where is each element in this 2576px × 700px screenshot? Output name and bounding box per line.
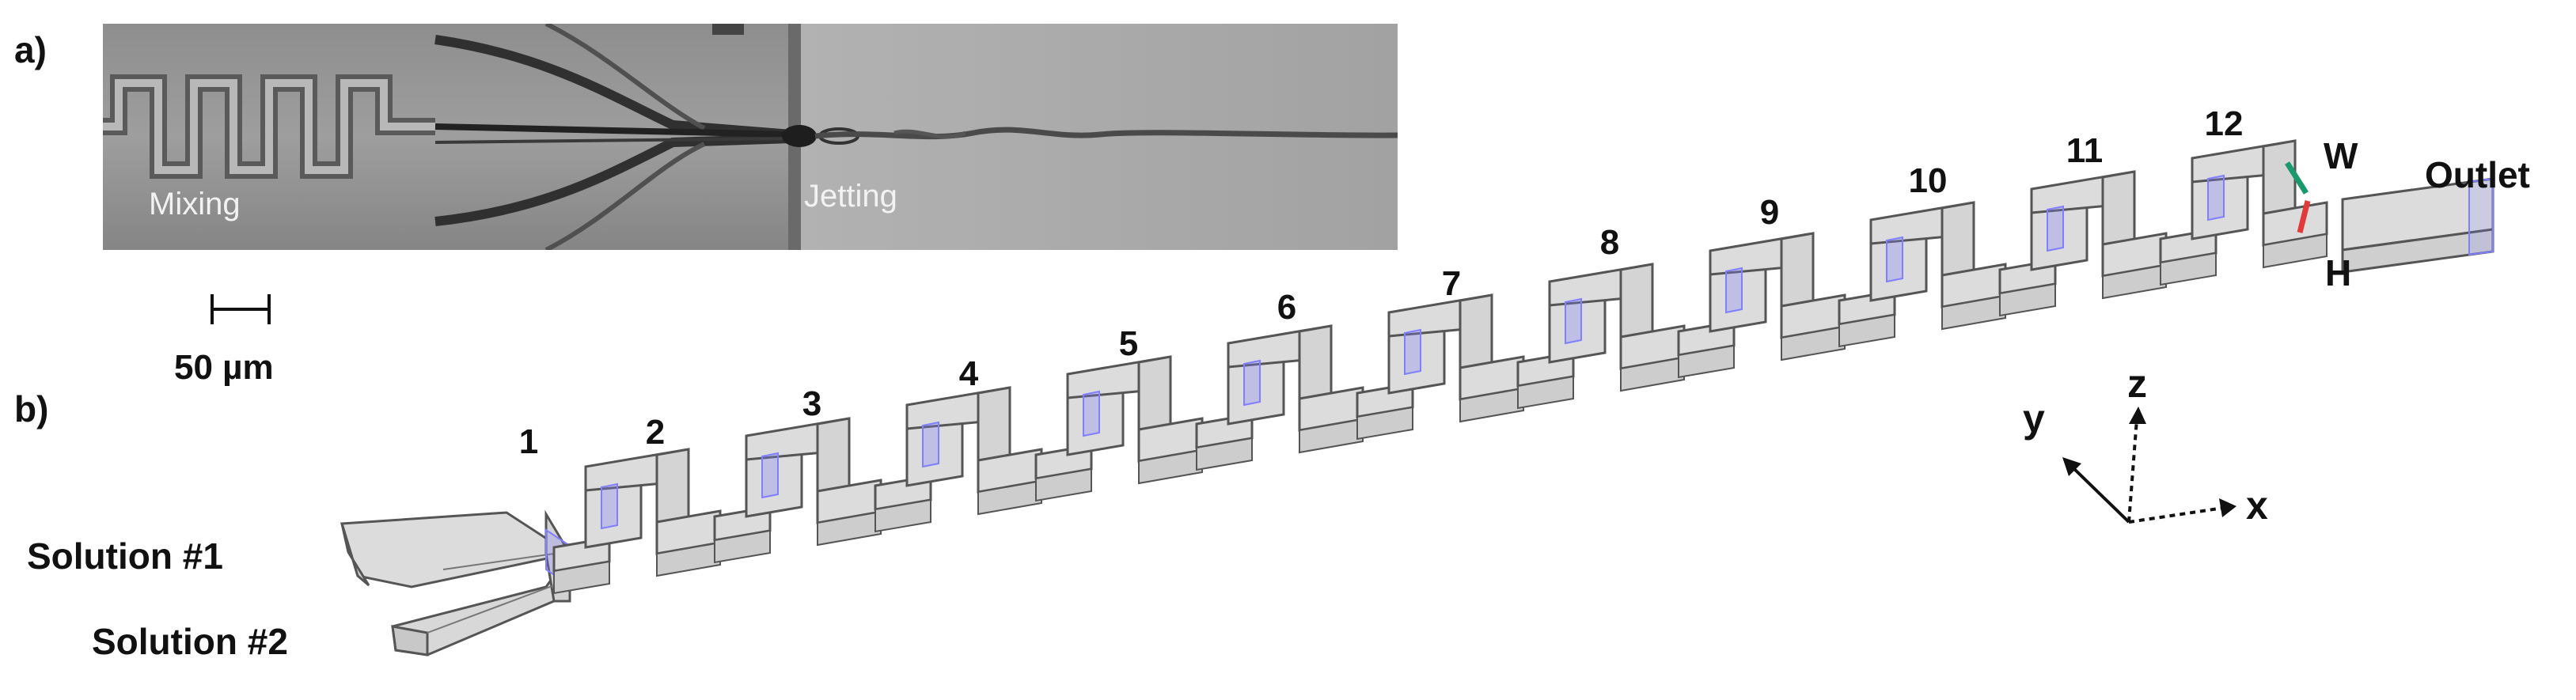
channel-face xyxy=(714,529,771,564)
axis-z-label: z xyxy=(2127,361,2147,406)
channel-face xyxy=(1886,236,1903,283)
channel-face xyxy=(817,510,882,547)
channel-face xyxy=(874,498,931,533)
channel-face xyxy=(1620,356,1685,392)
micrograph-image xyxy=(103,24,1398,250)
channel-face xyxy=(553,560,610,595)
channel-face xyxy=(2160,252,2217,286)
segment-number-2: 2 xyxy=(645,413,666,452)
axis-x-label: x xyxy=(2246,483,2268,528)
jetting-label: Jetting xyxy=(804,179,897,214)
channel-face xyxy=(1781,325,1846,361)
channel-face xyxy=(1459,387,1524,423)
segment-number-3: 3 xyxy=(802,384,822,423)
channel-face xyxy=(761,452,779,499)
scale-bar-label: 50 µm xyxy=(174,348,274,387)
channel-face xyxy=(1404,328,1421,376)
channel-face xyxy=(1356,406,1413,441)
panel-b-label: b) xyxy=(14,388,49,429)
channel-face xyxy=(2047,205,2064,252)
segment-number-1: 1 xyxy=(518,422,539,461)
channel-face xyxy=(1565,297,1582,345)
channel-face xyxy=(1196,437,1253,471)
axis-y-label: y xyxy=(2023,396,2045,441)
channel-face xyxy=(2207,174,2225,221)
segment-number-4: 4 xyxy=(958,354,979,393)
channel-face xyxy=(1678,344,1735,379)
segment-number-6: 6 xyxy=(1277,288,1297,327)
height-label: H xyxy=(2325,252,2352,293)
width-label: W xyxy=(2324,135,2358,176)
channel-face xyxy=(2263,233,2328,269)
channel-face xyxy=(1838,313,1895,348)
channel-face xyxy=(1035,467,1092,502)
width-marker xyxy=(2285,161,2309,195)
inlet-y-junction xyxy=(340,509,573,656)
serpentine-channel xyxy=(552,139,2328,595)
scale-bar xyxy=(211,294,271,324)
coordinate-axes xyxy=(2062,407,2236,524)
segment-number-10: 10 xyxy=(1908,161,1948,200)
inlet-solution-1-label: Solution #1 xyxy=(27,535,223,577)
segment-number-11: 11 xyxy=(2066,131,2104,170)
channel-face xyxy=(922,421,939,468)
mixing-label: Mixing xyxy=(149,187,241,221)
channel-face xyxy=(1243,359,1261,407)
segment-number-12: 12 xyxy=(2204,104,2244,143)
channel-face xyxy=(1299,418,1364,454)
panel-a-label: a) xyxy=(14,29,47,70)
channel-face xyxy=(1999,282,2056,317)
channel-face xyxy=(1941,294,2006,331)
channel-face xyxy=(1083,390,1100,437)
outlet-channel xyxy=(2341,177,2494,274)
segment-number-5: 5 xyxy=(1118,324,1139,363)
channel-face xyxy=(601,482,618,530)
channel-face xyxy=(656,541,721,577)
channel-face xyxy=(2102,263,2167,300)
segment-number-7: 7 xyxy=(1441,264,1462,303)
segment-number-8: 8 xyxy=(1599,223,1620,262)
height-marker xyxy=(2297,200,2311,233)
inlet-solution-2-label: Solution #2 xyxy=(92,621,288,662)
channel-face xyxy=(1517,375,1574,410)
segment-number-9: 9 xyxy=(1759,193,1780,232)
channel-face xyxy=(1725,267,1743,314)
channel-face xyxy=(1138,448,1203,485)
outlet-label: Outlet xyxy=(2425,154,2530,195)
channel-face xyxy=(977,479,1042,516)
